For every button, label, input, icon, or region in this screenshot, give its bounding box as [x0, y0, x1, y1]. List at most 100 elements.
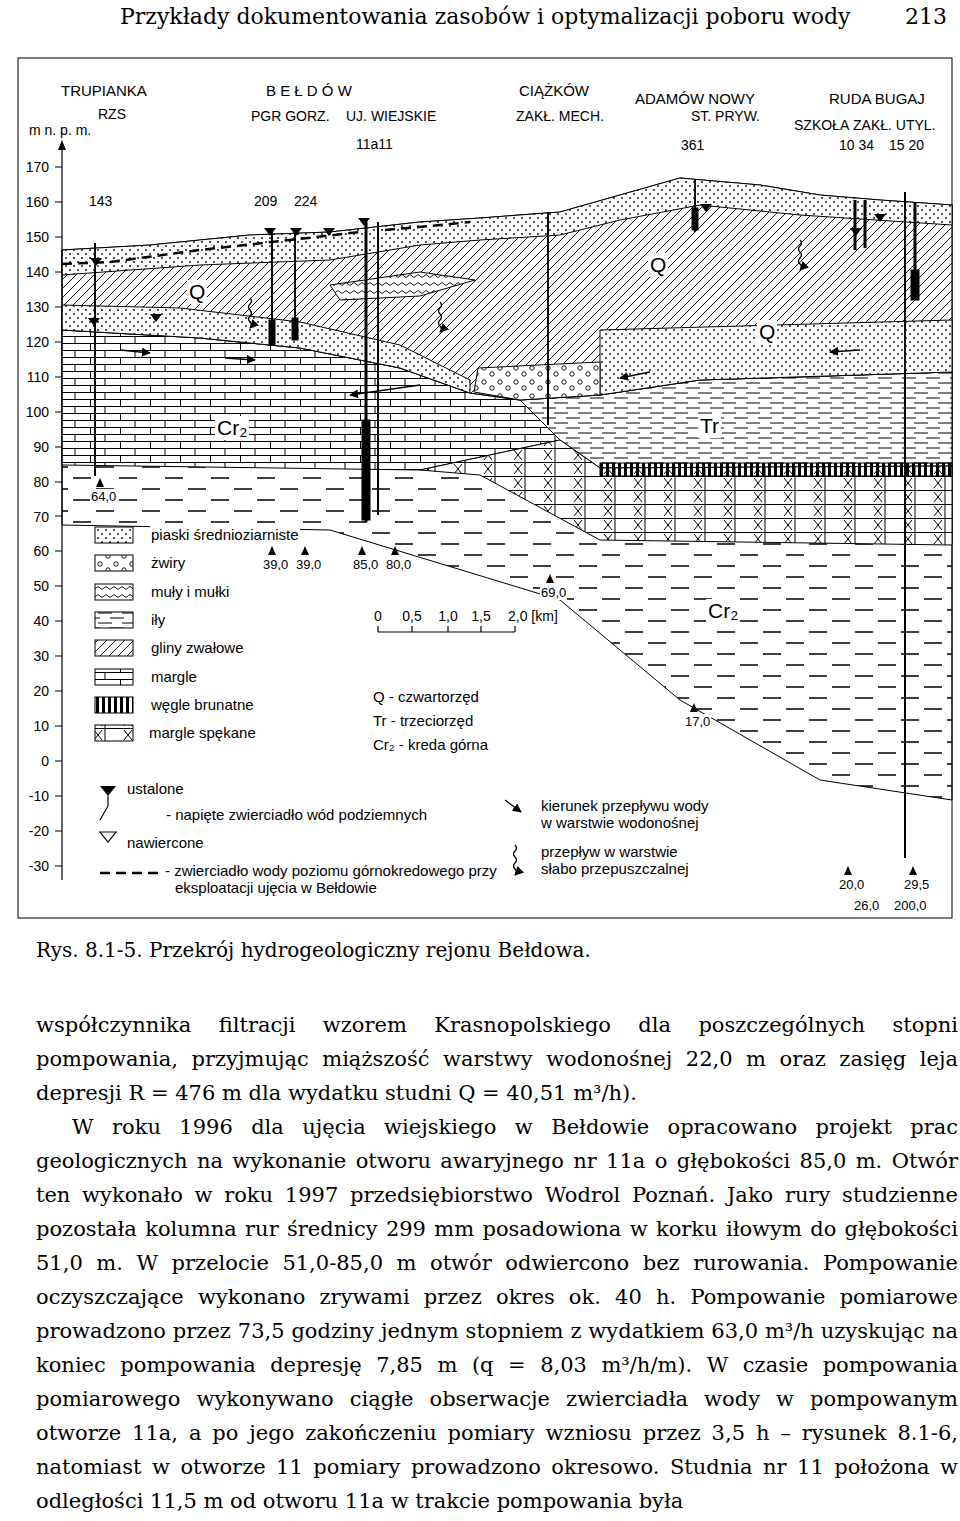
leakage-arrow: [799, 240, 802, 270]
legend-static-level-symbol: [100, 786, 116, 796]
well: [904, 192, 906, 858]
flow-arrow: [830, 350, 860, 352]
locality-name: B E Ł D Ó W: [265, 82, 353, 99]
well-depth: 20,0: [838, 877, 865, 892]
legend-swatch: [95, 669, 133, 685]
elevation-value: 10: [32, 718, 50, 734]
well: [855, 200, 865, 250]
cracked-marl-ground: [420, 440, 952, 545]
cretaceous-marl: [62, 330, 952, 800]
elevation-axis: [61, 143, 62, 880]
well-depth: 29,5: [903, 877, 930, 892]
legend-swatch: [95, 725, 133, 741]
figure-label: 0,5: [401, 608, 422, 624]
elevation-value: 170: [25, 159, 50, 175]
sand-ground: [600, 320, 952, 395]
elevation-value: 140: [25, 264, 50, 280]
cracked-marl: [420, 440, 952, 545]
page-header: 213: [905, 4, 947, 29]
well-bottom-marker: [546, 574, 554, 583]
wells: [95, 180, 919, 858]
well-screen: [692, 208, 698, 230]
legend-text: - zwierciadło wody poziomu górnokredoweg…: [165, 862, 501, 896]
elevation-value: -30: [28, 858, 50, 874]
elevation-value: -10: [28, 788, 50, 804]
elevation-value: 100: [25, 404, 50, 420]
well-bottom-marker: [690, 703, 698, 712]
figure-label: 143: [88, 193, 113, 209]
figure-label: SZKOŁA: [793, 117, 850, 133]
axis-arrow: [58, 140, 66, 150]
legend-text: gliny zwałowe: [150, 639, 245, 656]
legend-text: kierunek przepływu wody w warstwie wodon…: [540, 797, 718, 831]
figure-label: 10 34: [838, 137, 875, 153]
legend-swatch: [95, 555, 133, 571]
well-depth: 39,0: [262, 557, 289, 572]
well-depth: 69,0: [540, 585, 567, 600]
flow-arrow: [225, 358, 255, 360]
well-depth: 64,0: [90, 489, 117, 504]
key-text: Cr₂ - kreda górna: [372, 736, 489, 753]
stratigraphy-symbol: Cr₂: [215, 416, 249, 440]
stratigraphy-symbol: Q: [757, 320, 777, 344]
water-level-symbol: [88, 204, 886, 326]
elevation-value: 120: [25, 334, 50, 350]
elevation-value: 30: [32, 648, 50, 664]
well: [94, 243, 96, 476]
legend-swatches: [95, 527, 133, 741]
legend-text: muły i mułki: [150, 583, 230, 600]
locality-name: RUDA BUGAJ: [828, 90, 926, 107]
elevation-value: 0: [40, 753, 50, 769]
elevation-value: 110: [26, 369, 50, 385]
key-text: Q - czwartorzęd: [372, 688, 480, 705]
figure-label: ST. PRYW.: [690, 108, 761, 124]
flow-arrow: [620, 372, 650, 378]
well-bottom-marker: [391, 546, 399, 555]
scale-bar: [378, 626, 515, 632]
legend-text: margle spękane: [148, 724, 257, 741]
silt-ground: [330, 272, 475, 300]
legend-text: przepływ w warstwie słabo przepuszczalne…: [540, 843, 702, 877]
well-depth: 26,0: [853, 898, 880, 913]
legend-text: piaski średnioziarniste: [150, 526, 300, 543]
figure-label: ZAKŁ. MECH.: [515, 108, 605, 124]
elevation-value: 50: [32, 578, 50, 594]
stratigraphy-symbol: Cr₂: [706, 599, 740, 623]
legend-text: węgle brunatne: [150, 696, 255, 713]
body-text: współczynnika filtracji wzorem Krasnopol…: [36, 1008, 958, 1110]
sand-layer: [600, 320, 952, 395]
flow-arrows: [120, 240, 860, 395]
legend-dashed-line: [100, 872, 158, 875]
figure-label: 1,0: [437, 608, 458, 624]
legend-text: żwiry: [150, 554, 186, 571]
figure-label: PGR GORZ.: [250, 108, 331, 124]
gravel-ground: [474, 362, 600, 400]
well-depth: 80,0: [385, 557, 412, 572]
legend-text: nawiercone: [126, 834, 205, 851]
flow-arrow: [350, 385, 420, 395]
well-bottom-marker: [268, 546, 276, 555]
leakage-arrow: [439, 302, 442, 332]
legend-swatch: [95, 527, 133, 543]
elevation-value: -20: [28, 823, 50, 839]
well-depth: 200,0: [893, 898, 928, 913]
legend-drilled-level-symbol: [100, 832, 116, 842]
legend-flow-arrow: [505, 800, 521, 812]
elevation-value: 70: [32, 509, 50, 525]
legend-text: ustalone: [126, 780, 185, 797]
sand-ground: [62, 305, 470, 393]
figure-label: 15 20: [888, 137, 925, 153]
legend-bracket: [100, 796, 108, 820]
elevation-value: 160: [25, 194, 50, 210]
stratigraphy-symbol: Q: [648, 253, 668, 277]
legend-text: iły: [150, 611, 166, 628]
figure-label: 1,5: [470, 608, 491, 624]
lignite-seam: [600, 463, 952, 476]
legend-swatch: [95, 697, 133, 713]
elevation-value: 40: [32, 613, 50, 629]
well-bottom-marker: [909, 866, 917, 875]
well-screen: [269, 320, 275, 345]
well-bottom-marker: [96, 478, 104, 487]
legend-swatch: [95, 640, 133, 656]
well: [547, 212, 549, 425]
